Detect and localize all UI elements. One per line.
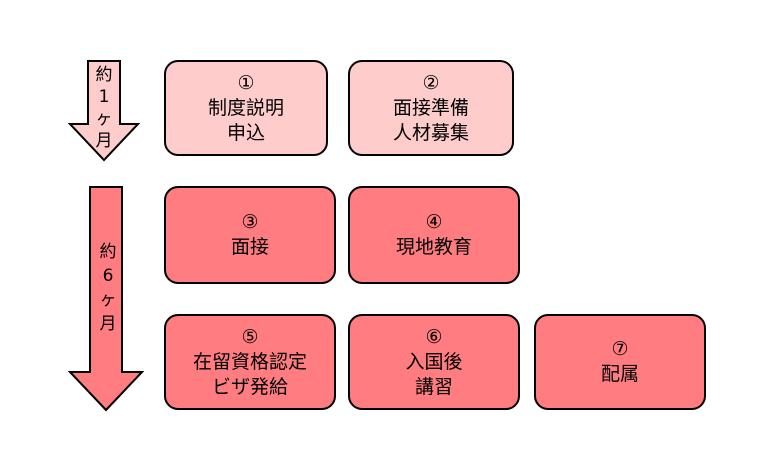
phase2-label: 約 6 ヶ 月 <box>96 240 120 336</box>
step-3-box: ③ 面接 <box>164 186 336 284</box>
phase1-arrow <box>68 60 140 162</box>
step-4-number: ④ <box>425 211 443 233</box>
step-6-line-1: 入国後 <box>405 350 463 373</box>
step-7-number: ⑦ <box>611 338 629 360</box>
step-4-box: ④ 現地教育 <box>348 186 520 284</box>
step-3-line-1: 面接 <box>230 236 269 258</box>
step-1-line-1: 制度説明 <box>207 96 284 119</box>
phase1-char-3: ヶ <box>95 109 113 129</box>
step-1-line-2: 申込 <box>226 121 265 144</box>
step-5-number: ⑤ <box>241 325 259 348</box>
step-3-number: ③ <box>241 211 259 233</box>
step-7-line-1: 配属 <box>600 363 639 385</box>
step-5-line-1: 在留資格認定 <box>192 350 307 373</box>
phase2-char-2: 6 <box>102 266 114 286</box>
step-6-box: ⑥ 入国後 講習 <box>348 314 520 410</box>
step-2-line-1: 面接準備 <box>392 96 469 119</box>
step-1-number: ① <box>237 71 255 94</box>
phase1-label: 約 1 ヶ 月 <box>92 64 116 152</box>
step-5-line-2: ビザ発給 <box>211 375 288 398</box>
step-5-box: ⑤ 在留資格認定 ビザ発給 <box>164 314 336 410</box>
phase1-char-1: 約 <box>95 65 113 85</box>
phase1-char-4: 月 <box>95 131 113 151</box>
phase2-char-4: 月 <box>99 314 117 334</box>
phase2-char-3: ヶ <box>99 290 117 310</box>
step-2-line-2: 人材募集 <box>392 121 469 144</box>
step-7-box: ⑦ 配属 <box>534 314 706 410</box>
step-4-line-1: 現地教育 <box>395 236 472 258</box>
step-1-box: ① 制度説明 申込 <box>164 60 328 156</box>
step-2-number: ② <box>422 71 440 94</box>
phase2-arrow <box>68 186 144 412</box>
step-6-number: ⑥ <box>425 325 443 348</box>
phase1-char-2: 1 <box>98 87 110 107</box>
step-2-box: ② 面接準備 人材募集 <box>348 60 514 156</box>
step-6-line-2: 講習 <box>414 375 453 398</box>
phase2-char-1: 約 <box>99 242 117 262</box>
